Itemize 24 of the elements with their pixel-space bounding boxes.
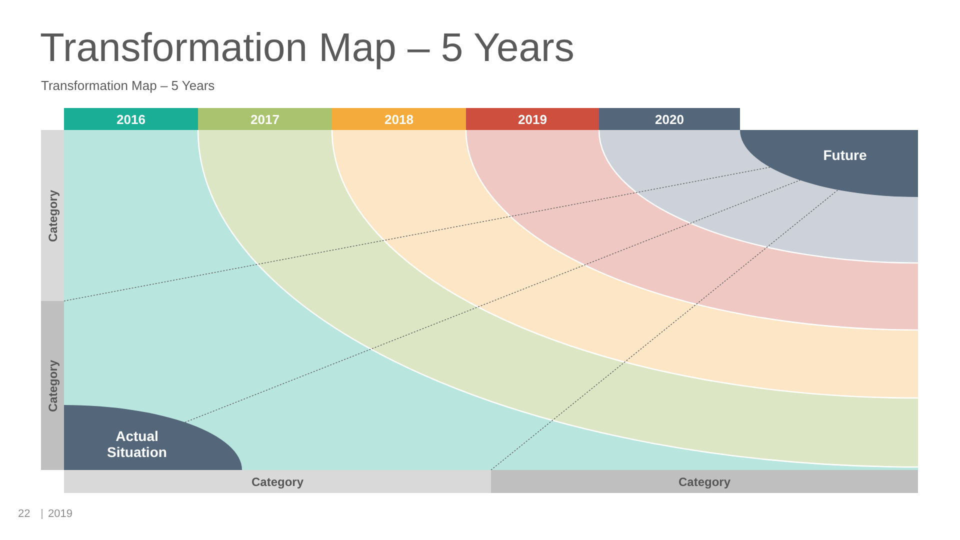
dotted-guide-line [490,189,838,470]
dotted-guide-line [64,166,770,302]
future-shape [740,130,918,197]
category-band [41,130,64,301]
shape-label: Future [822,147,868,163]
shape-label: Actual Situation [106,428,168,460]
year-tab: 2019 [466,108,599,130]
category-label: Category [46,360,60,412]
year-tab: 2017 [198,108,332,130]
slide-subtitle: Transformation Map – 5 Years [41,78,215,93]
category-label: Category [251,474,304,488]
category-band [41,301,64,470]
category-band [491,470,918,493]
footer-year: 2019 [48,508,72,520]
category-label: Category [46,190,60,242]
category-band [64,470,491,493]
actual-situation-shape [64,405,242,470]
slide-title: Transformation Map – 5 Years [40,26,574,71]
category-label: Category [678,474,730,488]
dotted-guide-line [184,180,800,423]
year-tab: 2020 [599,108,740,130]
year-tab: 2018 [332,108,466,130]
page-number: 22 [18,508,30,520]
year-tab: 2016 [64,108,198,130]
